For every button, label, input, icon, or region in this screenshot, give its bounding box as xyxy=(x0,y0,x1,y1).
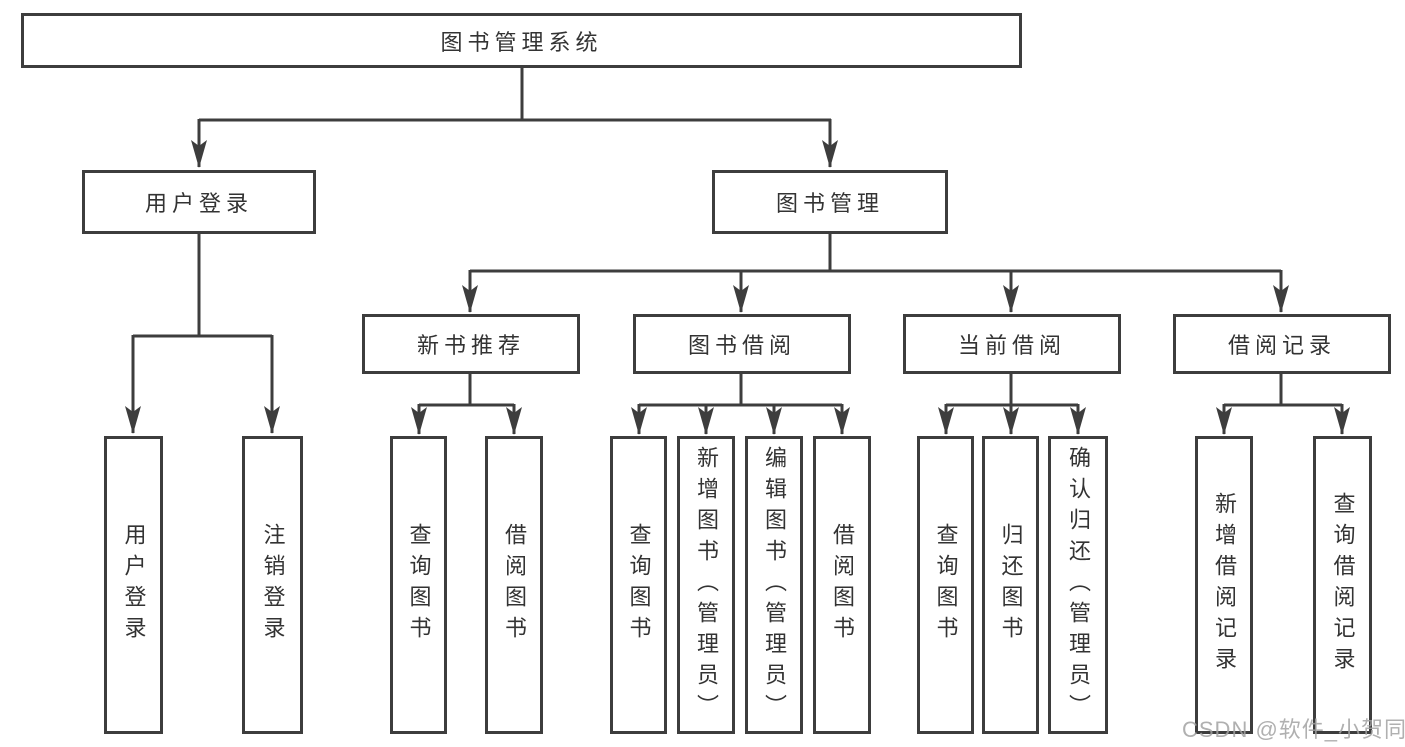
leaf-query-books-borrowing: 查询图书 xyxy=(610,436,667,734)
node-library-management-system: 图书管理系统 xyxy=(21,13,1022,68)
node-label: 新书推荐 xyxy=(416,333,525,358)
leaf-borrow-books-recommend: 借阅图书 xyxy=(485,436,543,734)
leaf-query-books-recommend: 查询图书 xyxy=(390,436,447,734)
node-label: 注销登录 xyxy=(260,523,286,647)
node-label: 编辑图书（管理员） xyxy=(762,445,787,725)
node-label: 查询图书 xyxy=(406,523,432,647)
node-label: 查询借阅记录 xyxy=(1330,492,1356,678)
node-label: 图书管理 xyxy=(775,191,884,216)
leaf-add-book-admin: 新增图书（管理员） xyxy=(677,436,735,734)
node-label: 当前借阅 xyxy=(957,333,1066,358)
leaf-borrow-books-borrowing: 借阅图书 xyxy=(813,436,871,734)
leaf-confirm-return-admin: 确认归还（管理员） xyxy=(1048,436,1108,734)
node-label: 新增借阅记录 xyxy=(1212,492,1237,678)
node-new-book-recommendation: 新书推荐 xyxy=(362,314,580,374)
node-label: 用户登录 xyxy=(121,523,147,647)
node-label: 查询图书 xyxy=(626,523,652,647)
leaf-add-borrow-record: 新增借阅记录 xyxy=(1195,436,1253,734)
node-label: 新增图书（管理员） xyxy=(694,445,719,725)
node-label: 归还图书 xyxy=(998,523,1024,647)
node-label: 用户登录 xyxy=(144,191,253,216)
node-current-borrowing: 当前借阅 xyxy=(903,314,1121,374)
leaf-return-books: 归还图书 xyxy=(982,436,1039,734)
node-label: 图书管理系统 xyxy=(440,29,603,55)
leaf-query-books-current: 查询图书 xyxy=(917,436,974,734)
node-label: 借阅图书 xyxy=(502,523,527,647)
watermark-text: CSDN @软件_小贺同学 xyxy=(1182,717,1405,742)
node-book-management: 图书管理 xyxy=(712,170,948,234)
node-borrowing-records: 借阅记录 xyxy=(1173,314,1391,374)
node-label: 借阅图书 xyxy=(830,523,855,647)
node-label: 查询图书 xyxy=(933,523,959,647)
leaf-query-borrow-record: 查询借阅记录 xyxy=(1313,436,1372,734)
node-label: 借阅记录 xyxy=(1227,333,1336,358)
node-book-borrowing: 图书借阅 xyxy=(633,314,851,374)
node-user-login: 用户登录 xyxy=(82,170,316,234)
leaf-user-login: 用户登录 xyxy=(104,436,163,734)
leaf-logout: 注销登录 xyxy=(242,436,303,734)
node-label: 确认归还（管理员） xyxy=(1066,445,1091,725)
node-label: 图书借阅 xyxy=(687,333,796,358)
leaf-edit-book-admin: 编辑图书（管理员） xyxy=(745,436,803,734)
